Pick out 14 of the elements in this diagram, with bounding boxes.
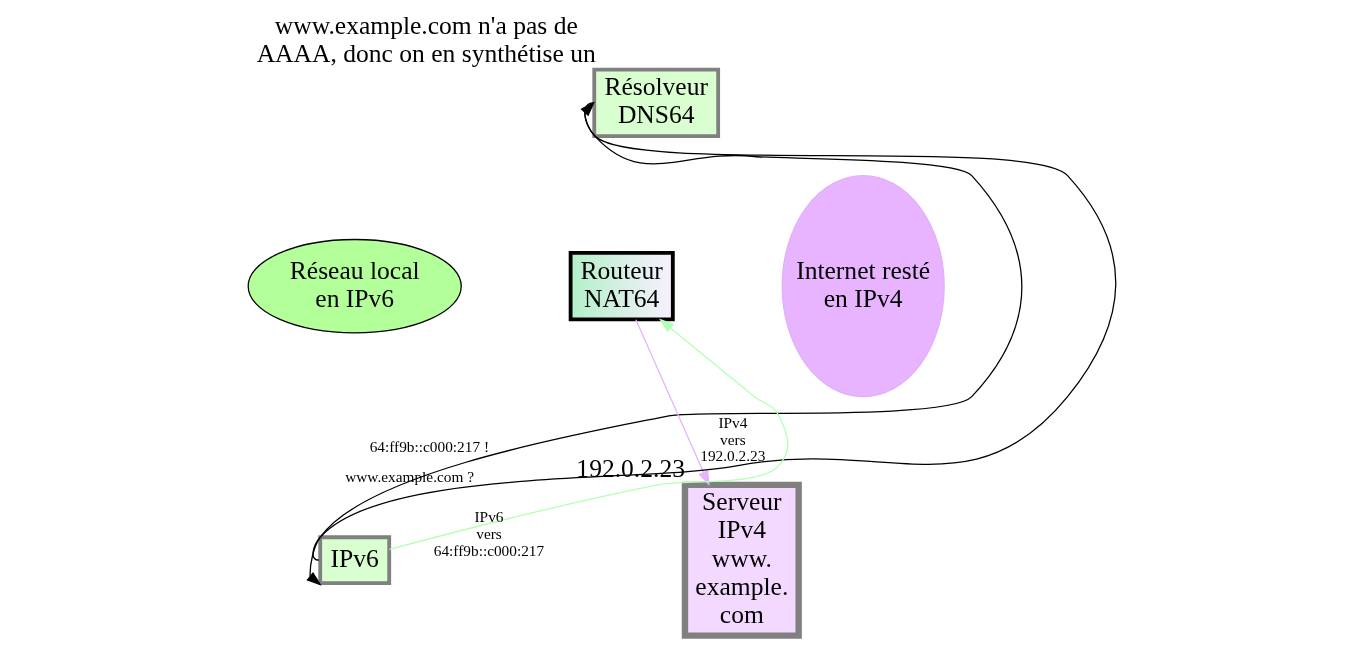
node-label: www.example.com n'a pas de AAAA, donc on en synthétise un — [256, 10, 596, 68]
edge-label: IPv4 vers 192.0.2.23 — [700, 414, 766, 465]
node-box: Routeur NAT64 — [568, 251, 675, 322]
arrow — [635, 319, 710, 487]
arrow — [388, 318, 789, 551]
arrow — [306, 102, 1023, 586]
node-box: Résolveur DNS64 — [592, 67, 721, 138]
node-box: IPv6 — [318, 535, 392, 586]
edge-label: IPv6 vers 64:ff9b::c000:217 — [433, 508, 545, 559]
node-box: Serveur IPv4 www. example. com — [681, 481, 802, 639]
arrow — [312, 101, 1117, 561]
node-ellipse: Réseau local en IPv6 — [247, 238, 462, 334]
node-ellipse: Internet resté en IPv4 — [781, 175, 945, 398]
edge-label: 64:ff9b::c000:217 ! — [369, 437, 490, 455]
